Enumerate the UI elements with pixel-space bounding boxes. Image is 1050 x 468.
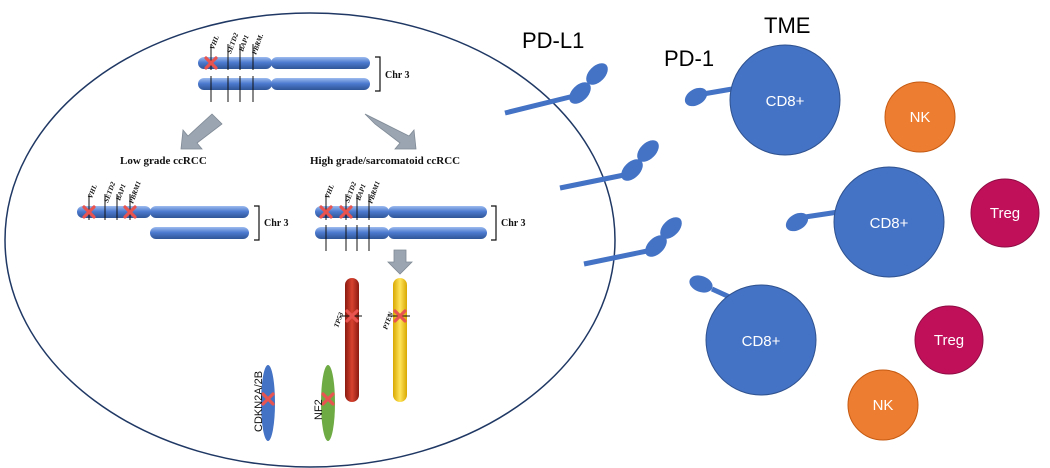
tumor-cell-outline xyxy=(4,12,616,468)
pten-chromosome: PTEN xyxy=(381,278,410,402)
chromosome-top-lower-p xyxy=(198,78,272,90)
chromosome-pair-low-grade: VHL SETD2 BAP1 PBRM1 Chr 3 xyxy=(77,180,289,241)
nk-cell-1: NK xyxy=(884,81,956,153)
gene-label-high-pbrm1: PBRM1 xyxy=(366,180,382,205)
gene-label-low-vhl: VHL xyxy=(86,183,98,199)
chr3-label-top: Chr 3 xyxy=(385,70,410,81)
low-grade-heading: Low grade ccRCC xyxy=(120,155,207,167)
cd8-cell-3: CD8+ xyxy=(689,275,817,396)
pd-l1-receptor-1 xyxy=(504,63,608,116)
pd-l1-receptor-2 xyxy=(559,140,659,191)
cd8-cell-2: CD8+ xyxy=(785,166,945,278)
cd8-cell-1: CD8+ xyxy=(684,44,841,156)
branch-arrows xyxy=(180,113,417,150)
chromosome-pair-top: VHL SETD2 BAP1 PBRM. Chr 3 xyxy=(198,31,410,102)
chr3-label-low: Chr 3 xyxy=(264,218,289,229)
cdkn2a-chromosome: CDKN2A/2B xyxy=(253,365,275,441)
nk-cell-2: NK xyxy=(847,369,919,441)
pd-1-label: PD-1 xyxy=(664,46,714,71)
chromosome-top-upper-q xyxy=(271,57,370,69)
gene-label-high-vhl: VHL xyxy=(323,183,335,199)
gene-label-top-vhl: VHL xyxy=(208,34,220,50)
high-grade-heading: High grade/sarcomatoid ccRCC xyxy=(310,155,460,167)
chromosome-top-lower-q xyxy=(271,78,370,90)
nf2-chromosome: NF2 xyxy=(313,365,335,441)
nk-cell-label: NK xyxy=(873,397,894,414)
tp53-chromosome: TP53 xyxy=(332,278,362,402)
nk-cell-label: NK xyxy=(910,109,931,126)
chromosome-pair-high-grade: VHL SETD2 BAP1 PBRM1 Chr 3 xyxy=(315,180,526,251)
treg-cell-label: Treg xyxy=(934,332,964,349)
cd8-cell-label: CD8+ xyxy=(766,93,805,110)
gene-label-low-pbrm1: PBRM1 xyxy=(127,180,143,205)
cd8-cell-label: CD8+ xyxy=(742,333,781,350)
arrow-to-high-grade xyxy=(364,113,417,150)
cdkn2a-label: CDKN2A/2B xyxy=(253,371,265,432)
pd-l1-label: PD-L1 xyxy=(522,28,584,53)
arrow-to-low-grade xyxy=(180,113,223,150)
tp53-label: TP53 xyxy=(332,311,345,329)
treg-cell-1: Treg xyxy=(970,178,1040,248)
tme-label: TME xyxy=(764,13,810,38)
pd-l1-receptor-3 xyxy=(583,217,682,267)
gene-label-top-pbrm: PBRM. xyxy=(250,32,265,55)
treg-cell-2: Treg xyxy=(914,305,984,375)
arrow-down xyxy=(387,249,413,275)
chr3-label-high: Chr 3 xyxy=(501,218,526,229)
treg-cell-label: Treg xyxy=(990,205,1020,222)
nf2-label: NF2 xyxy=(313,399,325,420)
cd8-cell-label: CD8+ xyxy=(870,215,909,232)
